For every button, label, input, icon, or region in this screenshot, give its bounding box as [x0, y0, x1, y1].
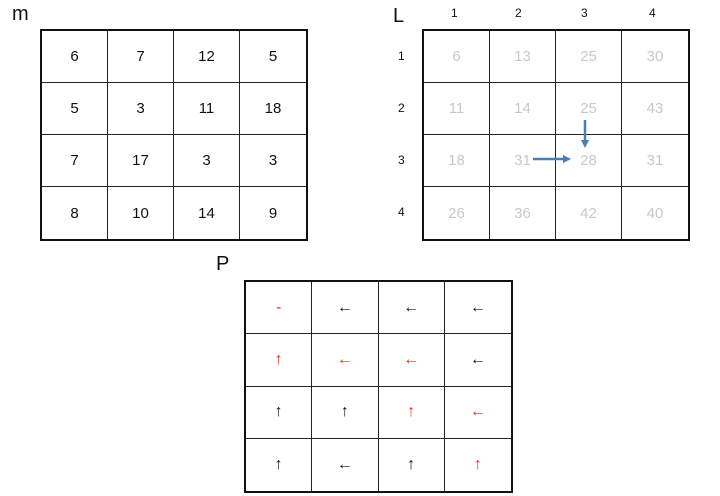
m-cell-3-2: 17: [108, 135, 174, 187]
l-cell-1-2: 13: [490, 31, 556, 83]
m-cell-3-3: 3: [174, 135, 240, 187]
l-cell-4-4: 40: [646, 204, 664, 222]
m-cell-3-4: 3: [240, 135, 306, 187]
p-cell-4-3: ↑: [379, 438, 445, 491]
l-column-header-2: 2: [515, 6, 522, 20]
l-cell-4-3: 42: [556, 187, 622, 239]
p-cell-1-4: ←: [444, 282, 511, 335]
m-cell-1-4: 5: [240, 31, 306, 83]
m-cell-4-1: 8: [42, 187, 108, 239]
p-cell-1-1: -: [246, 282, 313, 335]
matrix-p: -←←←↑←←←↑↑↑←↑←↑↑: [244, 280, 513, 493]
l-cell-4-1: 26: [424, 187, 490, 239]
l-column-header-3: 3: [581, 6, 588, 20]
m-cell-4-4: 9: [268, 204, 278, 222]
matrix-p-title: P: [216, 253, 230, 275]
m-cell-3-1: 7: [42, 135, 108, 187]
l-cell-2-3: 25: [556, 83, 622, 135]
p-cell-4-2: ←: [312, 438, 379, 491]
l-row-header-4: 4: [398, 205, 405, 219]
m-cell-2-1: 5: [42, 83, 108, 135]
m-cell-4-2: 10: [108, 187, 174, 239]
m-cell-2-3: 11: [174, 83, 240, 135]
m-cell-4-3: 14: [174, 187, 240, 239]
l-cell-3-2: 31: [490, 135, 556, 187]
p-cell-2-2: ←: [312, 334, 379, 387]
l-cell-2-1: 11: [424, 83, 490, 135]
p-cell-3-4: ←: [444, 387, 511, 439]
l-cell-3-3: 28: [556, 135, 622, 187]
l-column-header-4: 4: [649, 6, 656, 20]
m-cell-2-4: 18: [240, 83, 306, 135]
l-cell-2-4: 43: [622, 83, 688, 135]
l-cell-4-2: 36: [490, 187, 556, 239]
p-cell-2-3: ←: [378, 334, 445, 387]
p-cell-4-1: ↑: [246, 438, 313, 491]
l-column-header-1: 1: [451, 6, 458, 20]
l-cell-1-4: 30: [622, 31, 688, 83]
m-cell-1-3: 12: [174, 31, 240, 83]
l-cell-2-2: 14: [490, 83, 556, 135]
matrix-l-title: L: [393, 5, 405, 27]
p-cell-3-1: ↑: [246, 386, 313, 439]
m-cell-1-2: 7: [108, 31, 174, 83]
p-cell-2-1: ↑: [246, 334, 313, 387]
m-cell-2-2: 3: [108, 83, 174, 135]
p-cell-1-3: ←: [378, 282, 445, 335]
p-cell-3-3: ↑: [378, 386, 445, 439]
m-cell-1-1: 6: [42, 31, 108, 83]
matrix-m-title: m: [12, 3, 29, 25]
p-cell-4-4: ↑: [473, 455, 482, 473]
l-row-header-2: 2: [398, 101, 405, 115]
l-cell-1-3: 25: [556, 31, 622, 83]
l-row-header-3: 3: [398, 153, 405, 167]
l-cell-3-1: 18: [424, 135, 490, 187]
p-cell-2-4: ←: [444, 334, 511, 387]
l-cell-1-1: 6: [424, 31, 490, 83]
l-row-header-1: 1: [398, 49, 405, 63]
l-cell-3-4: 31: [622, 135, 688, 187]
p-cell-1-2: ←: [312, 282, 379, 335]
p-cell-3-2: ↑: [312, 386, 379, 439]
